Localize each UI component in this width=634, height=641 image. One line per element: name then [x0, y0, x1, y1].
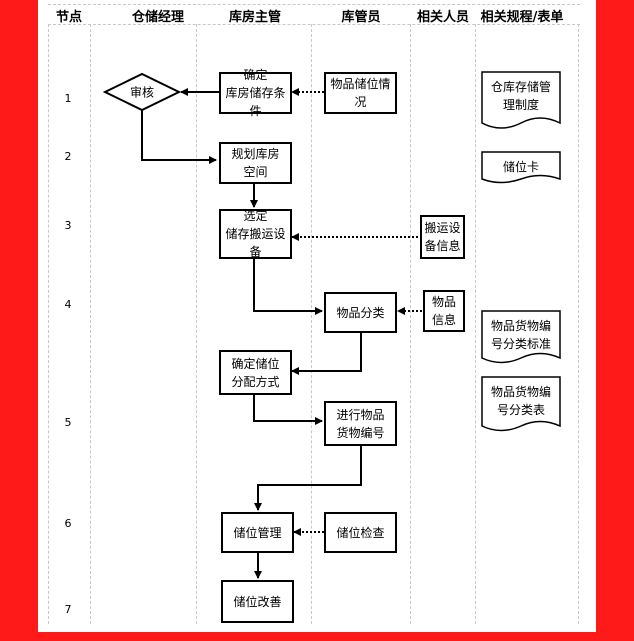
- step-number: 4: [64, 298, 72, 311]
- classification-standard-label: 物品货物编 号分类标准: [490, 319, 551, 351]
- location-card-label: 储位卡: [502, 160, 539, 174]
- column-divider: [475, 24, 476, 624]
- allocation-method-box: 确定储位 分配方式: [219, 350, 292, 395]
- header-related: 相关人员: [416, 10, 470, 25]
- column-divider: [48, 24, 49, 624]
- header-bottom-line: [48, 24, 580, 25]
- header-manager: 仓储经理: [131, 10, 185, 25]
- confirm-conditions-box: 确定 库房储存条件: [219, 68, 292, 118]
- classification-table-label: 物品货物编 号分类表: [490, 385, 551, 417]
- select-equipment-box: 选定 储存搬运设备: [219, 209, 292, 259]
- location-improvement-box: 储位改善: [221, 580, 294, 623]
- header-top-line: [48, 4, 580, 5]
- location-card-document: 储位卡: [481, 151, 561, 187]
- review-label: 审核: [129, 85, 155, 100]
- storage-rules-document: 仓库存储管 理制度: [481, 71, 561, 133]
- classification-standard-document: 物品货物编 号分类标准: [481, 310, 561, 368]
- step-number: 1: [64, 92, 72, 105]
- step-number: 3: [64, 219, 72, 232]
- column-divider: [90, 24, 91, 624]
- location-check-box: 储位检查: [324, 512, 397, 553]
- item-storage-status-box: 物品储位情况: [324, 72, 397, 114]
- step-number: 5: [64, 416, 72, 429]
- review-diamond: [102, 72, 182, 112]
- plan-space-box: 规划库房 空间: [219, 142, 292, 184]
- header-supervisor: 库房主管: [228, 10, 282, 25]
- step-number: 2: [64, 150, 72, 163]
- item-info-box: 物品 信息: [423, 290, 465, 332]
- storage-rules-label: 仓库存储管 理制度: [490, 80, 551, 112]
- arrow-numbering-to-management: [254, 446, 362, 511]
- flowchart-page: 节点 仓储经理 库房主管 库管员 相关人员 相关规程/表单 1 2 3 4 5 …: [38, 0, 596, 632]
- arrow-allocation-to-numbering: [253, 395, 323, 425]
- column-divider: [578, 24, 579, 624]
- handling-equipment-info-box: 搬运设 备信息: [420, 215, 465, 259]
- header-keeper: 库管员: [341, 10, 381, 25]
- step-number: 7: [64, 603, 72, 616]
- arrow-classify-to-allocation: [291, 333, 362, 375]
- location-management-box: 储位管理: [221, 512, 294, 553]
- numbering-box: 进行物品 货物编号: [324, 401, 397, 446]
- classify-items-box: 物品分类: [324, 292, 397, 333]
- column-divider: [196, 24, 197, 624]
- step-number: 6: [64, 517, 72, 530]
- header-node: 节点: [55, 10, 83, 25]
- classification-table-document: 物品货物编 号分类表: [481, 376, 561, 436]
- arrow-review-to-plan: [141, 110, 217, 164]
- column-divider: [311, 24, 312, 624]
- header-forms: 相关规程/表单: [480, 10, 564, 25]
- column-divider: [410, 24, 411, 624]
- arrow-select-to-classify: [253, 259, 323, 315]
- connectors: [102, 72, 422, 579]
